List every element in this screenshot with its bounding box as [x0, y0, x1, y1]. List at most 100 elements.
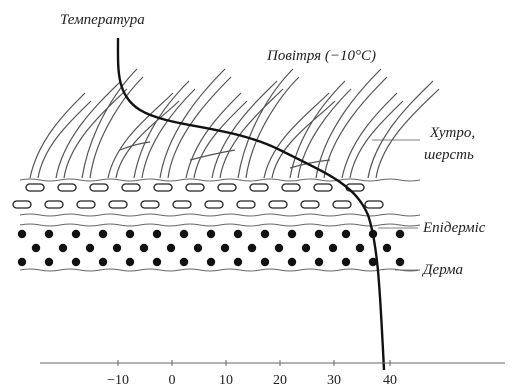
- dermis-dot: [368, 257, 378, 267]
- hair-strand: [37, 100, 92, 179]
- epidermis-cell: [12, 200, 32, 209]
- hair-strand: [211, 80, 278, 179]
- hair-wisp: [289, 159, 331, 169]
- air-label: Повітря (−10°C): [266, 48, 376, 64]
- dermis-dot: [98, 229, 108, 239]
- epidermis-cell: [281, 183, 301, 192]
- epidermis-cell: [140, 200, 160, 209]
- hair-strand: [323, 76, 388, 179]
- dermis-dot: [17, 229, 27, 239]
- dermis-dot: [112, 243, 122, 253]
- hair-strand: [237, 68, 294, 179]
- hair-strand: [289, 80, 346, 179]
- epidermis-cell: [44, 200, 64, 209]
- dermis-dot: [341, 229, 351, 239]
- hair-strand: [245, 76, 300, 179]
- epidermis-cell: [236, 200, 256, 209]
- dermis-dot: [166, 243, 176, 253]
- hair-strand: [271, 100, 336, 179]
- epidermis-cell: [121, 183, 141, 192]
- dermis-bottom-border: [19, 268, 421, 272]
- dermis-dot: [179, 257, 189, 267]
- epidermis-cell: [57, 183, 77, 192]
- dermis-dot: [314, 257, 324, 267]
- hair-strand: [185, 92, 242, 179]
- dermis-dot: [355, 243, 365, 253]
- dermis-dot: [382, 243, 392, 253]
- epidermis-cell: [172, 200, 192, 209]
- epidermis-top-border: [19, 178, 421, 182]
- dermis-dot: [314, 229, 324, 239]
- dermis-dot: [247, 243, 257, 253]
- temperature-label: Температура: [60, 12, 145, 28]
- hair-strand: [29, 92, 86, 179]
- hair-wisp: [189, 149, 236, 161]
- hair-strand: [159, 68, 226, 179]
- dermis-dot: [179, 229, 189, 239]
- epidermis-cell: [300, 200, 320, 209]
- dermis-dot: [44, 257, 54, 267]
- hair-strand: [349, 100, 404, 179]
- dermis-dot: [328, 243, 338, 253]
- epidermis-cell: [185, 183, 205, 192]
- dermis-label: Дерма: [421, 262, 463, 278]
- dermis-dot: [98, 257, 108, 267]
- epidermis-cell: [76, 200, 96, 209]
- hair-strand: [107, 92, 174, 179]
- epidermis-cell: [268, 200, 288, 209]
- dermis-dot: [220, 243, 230, 253]
- hair-strand: [219, 88, 284, 179]
- epidermis-layer: [12, 178, 421, 217]
- axis-tick-label: 20: [273, 373, 287, 385]
- dermis-dot: [301, 243, 311, 253]
- hair-wisp: [119, 141, 151, 151]
- dermis-dot: [206, 257, 216, 267]
- epidermis-cell: [249, 183, 269, 192]
- temperature-curve: [116, 37, 386, 371]
- dermis-dot: [152, 229, 162, 239]
- dermis-dot: [287, 229, 297, 239]
- epidermis-cell: [313, 183, 333, 192]
- dermis-dot: [260, 229, 270, 239]
- epidermis-cell: [204, 200, 224, 209]
- dermis-dot: [71, 229, 81, 239]
- dermis-dot: [85, 243, 95, 253]
- epidermis-cell: [364, 200, 384, 209]
- epidermis-cell: [25, 183, 45, 192]
- dermis-dot: [260, 257, 270, 267]
- hair-strand: [193, 100, 248, 179]
- hair-strand: [341, 92, 398, 179]
- hair-strand: [297, 88, 352, 179]
- epidermis-cell: [332, 200, 352, 209]
- fur-label-line1: Хутро,: [429, 125, 475, 141]
- hair-strand: [367, 80, 434, 179]
- dermis-layer: [17, 223, 421, 272]
- epidermis-label: Епідерміс: [422, 220, 486, 236]
- hair-strand: [167, 76, 232, 179]
- dermis-dot: [139, 243, 149, 253]
- axis-tick-label: 0: [169, 373, 176, 385]
- dermis-dot: [58, 243, 68, 253]
- epidermis-cell: [217, 183, 237, 192]
- hair-strand: [315, 68, 382, 179]
- dermis-top-border: [19, 223, 421, 227]
- axis-tick-label: 10: [219, 373, 233, 385]
- hair-strand: [263, 92, 330, 179]
- epidermis-cell: [89, 183, 109, 192]
- hair-strand: [63, 88, 128, 179]
- epidermis-cell: [153, 183, 173, 192]
- hair-strand: [375, 88, 440, 179]
- dermis-dot: [71, 257, 81, 267]
- axis-tick-label: 40: [383, 373, 397, 385]
- dermis-dot: [152, 257, 162, 267]
- dermis-dot: [395, 229, 405, 239]
- axis-tick-label: −10: [107, 373, 129, 385]
- fur-label-line2: шерсть: [424, 147, 474, 163]
- hair-strand: [115, 100, 180, 179]
- dermis-dot: [193, 243, 203, 253]
- fur-layer: [29, 68, 440, 179]
- epidermis-cell: [108, 200, 128, 209]
